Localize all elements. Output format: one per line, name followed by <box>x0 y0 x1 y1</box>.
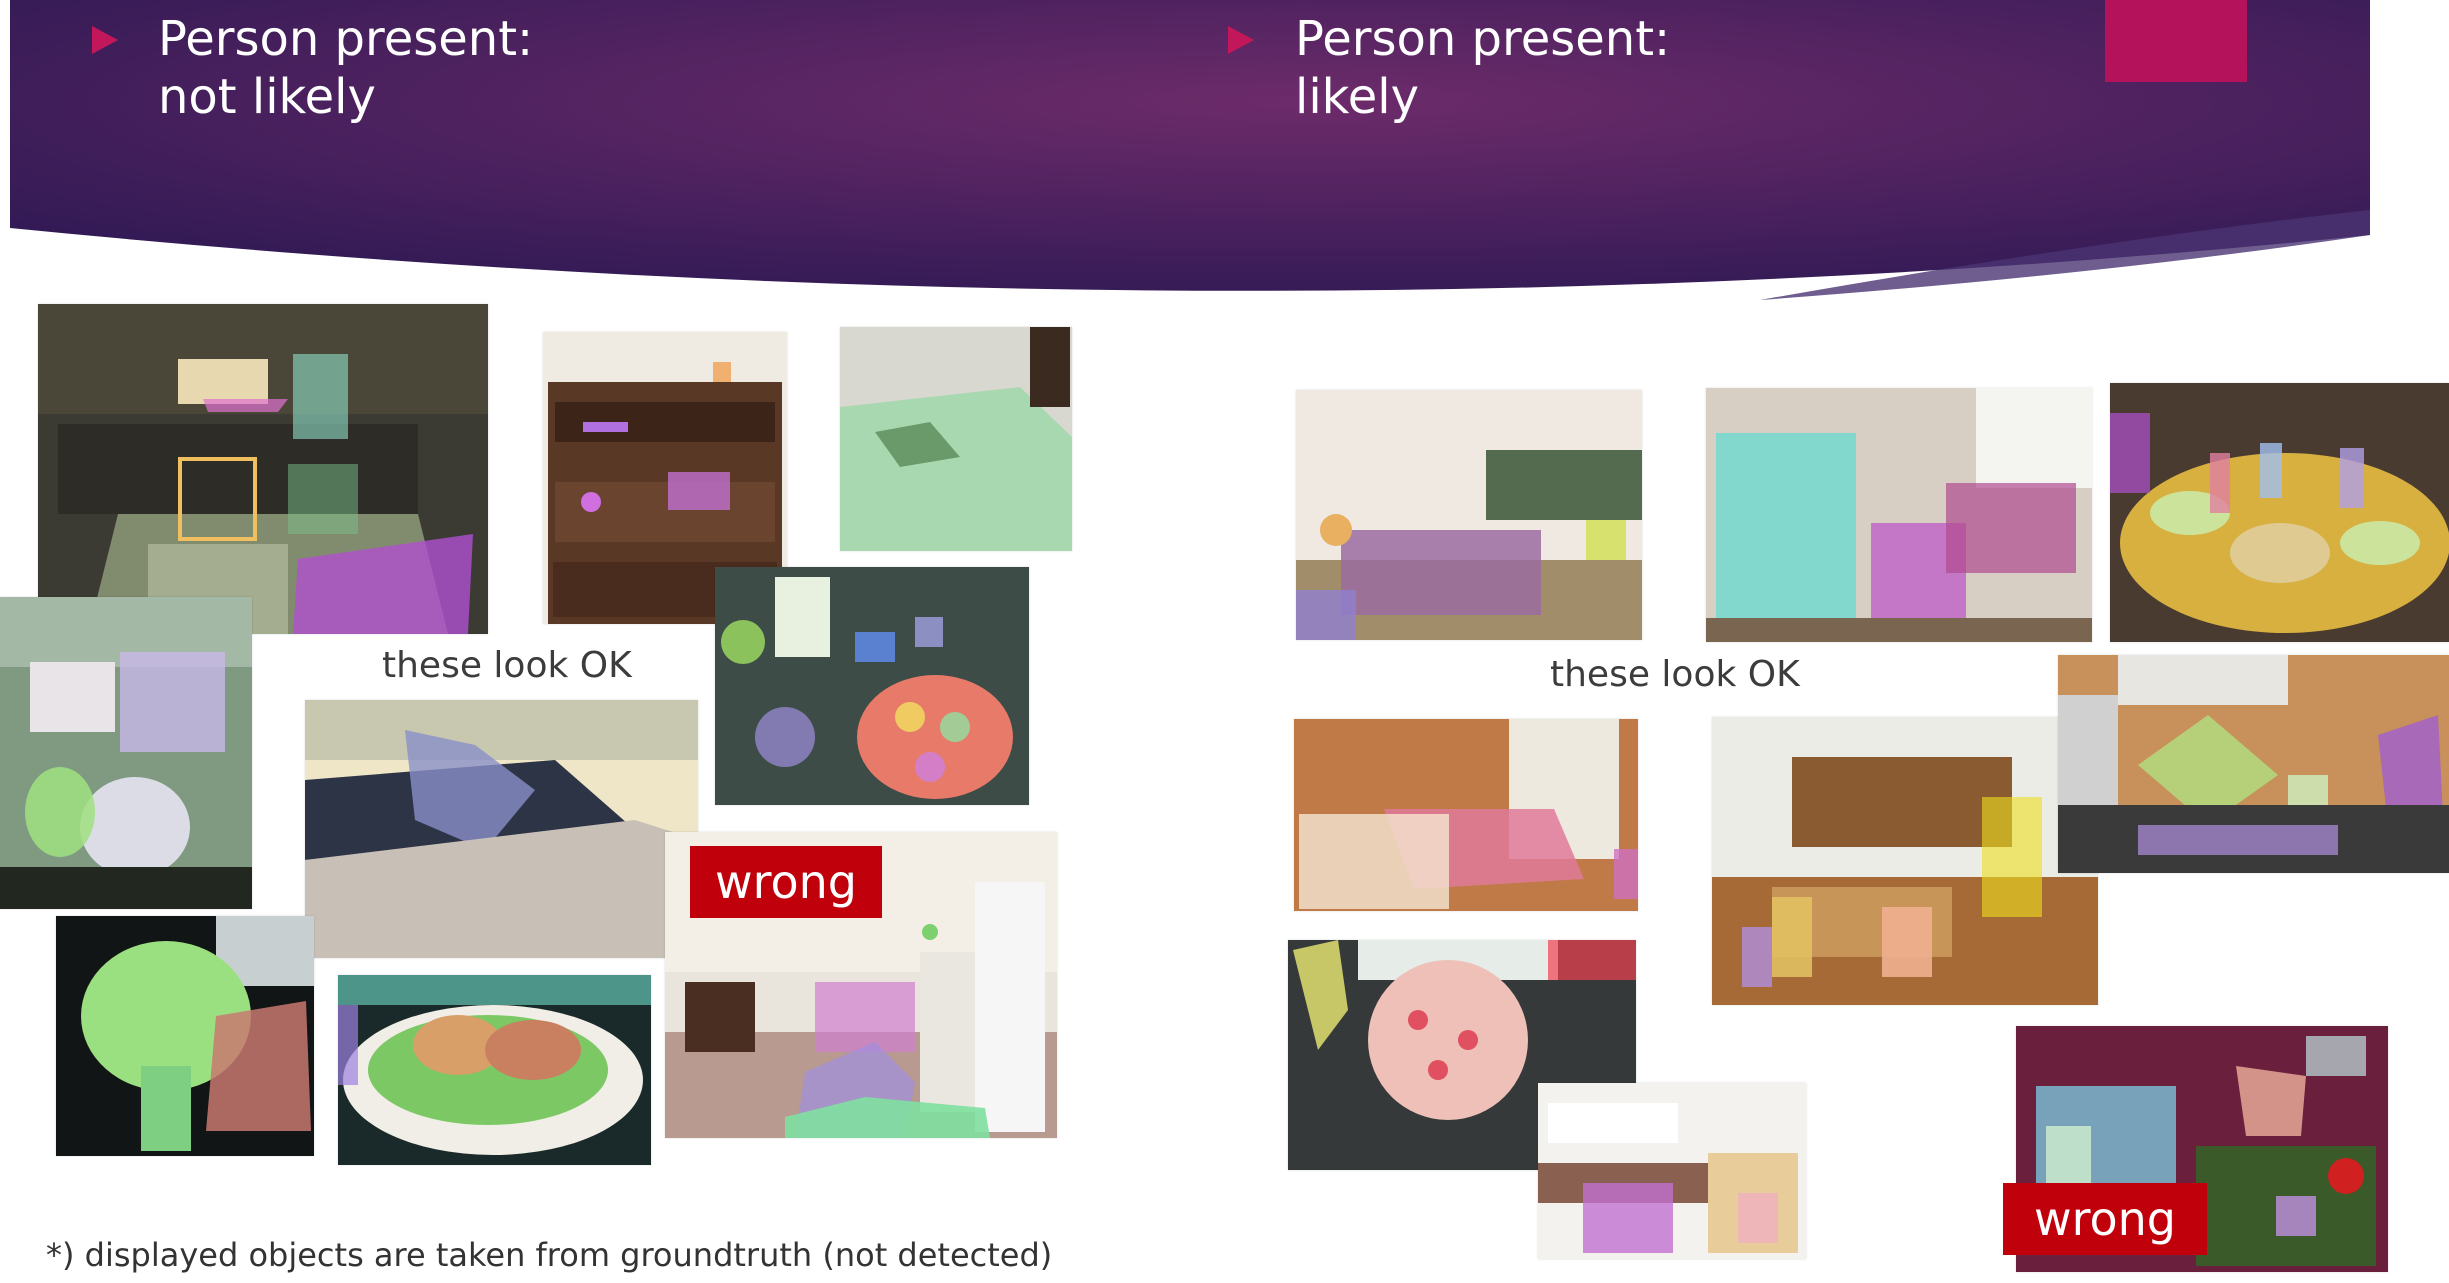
right-bullet-icon <box>1228 26 1254 54</box>
right-heading-line1: Person present: <box>1295 11 1671 67</box>
wrong-badge-left: wrong <box>690 846 882 918</box>
table-dishes-photo <box>2110 383 2449 642</box>
right-heading-line2: likely <box>1295 69 1420 125</box>
white-kitchen-photo <box>1538 1083 1806 1259</box>
left-heading-line1: Person present: <box>158 11 534 67</box>
footnote: *) displayed objects are taken from grou… <box>46 1236 1053 1274</box>
title-banner <box>10 0 2370 300</box>
caption-right: these look OK <box>1550 654 1800 695</box>
toys-table-photo <box>715 567 1029 805</box>
accent-square <box>2105 0 2247 82</box>
kitchen-dining-photo <box>38 304 488 634</box>
fridge-room-photo <box>1706 388 2092 642</box>
left-heading: Person present: not likely <box>158 10 533 126</box>
right-heading: Person present: likely <box>1295 10 1670 126</box>
caption-left: these look OK <box>382 645 632 686</box>
dog-bed-photo <box>305 700 698 958</box>
broccoli-photo <box>56 916 314 1156</box>
mattress-photo <box>840 327 1072 551</box>
left-bullet-icon <box>92 26 118 54</box>
desk-laptop-photo <box>2058 655 2449 873</box>
left-heading-line2: not likely <box>158 69 376 125</box>
bedroom-crib-photo <box>1294 719 1638 911</box>
toilet-photo <box>0 597 252 909</box>
wrong-badge-right: wrong <box>2003 1183 2207 1255</box>
living-room-sofa-photo <box>1296 390 1642 640</box>
open-kitchen-photo <box>1712 717 2098 1005</box>
sandwich-photo <box>338 975 651 1165</box>
